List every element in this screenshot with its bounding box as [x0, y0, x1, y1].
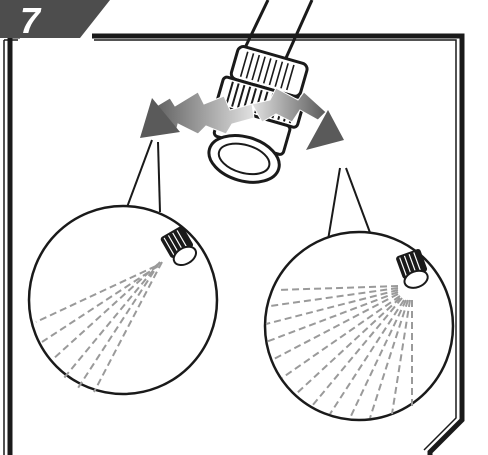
step-badge: 7 — [0, 0, 110, 41]
wide-fan-spray — [265, 285, 413, 419]
spray-nozzle-icon — [160, 226, 198, 267]
spray-nozzle-icon — [396, 249, 429, 289]
rotate-right-arrow-icon — [251, 87, 344, 150]
narrow-jet-detail — [27, 204, 219, 396]
wand-tube — [241, 0, 314, 59]
step-number: 7 — [20, 0, 42, 41]
callout-lines — [125, 139, 373, 241]
wide-fan-detail — [263, 230, 455, 422]
narrow-jet-spray — [35, 261, 163, 393]
rotate-left-arrow-icon — [140, 91, 255, 138]
